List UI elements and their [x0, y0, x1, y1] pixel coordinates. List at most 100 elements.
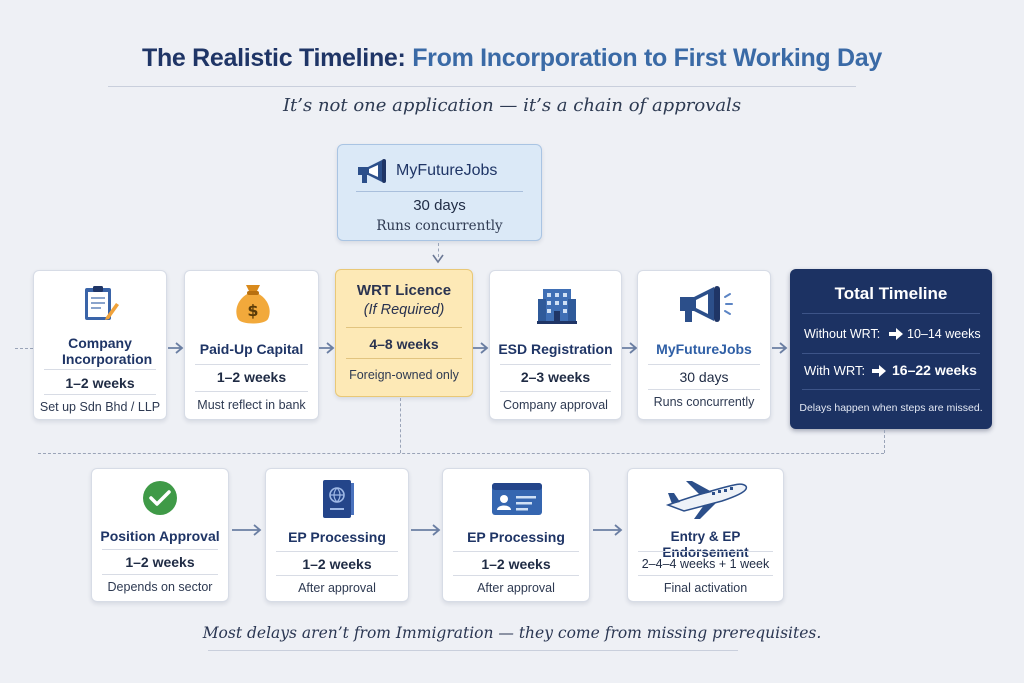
step-ep-processing-1: EP Processing 1–2 weeks After approval: [265, 468, 409, 602]
step-divider: [195, 364, 308, 365]
top-box-divider: [356, 191, 523, 192]
step-name: MyFutureJobs: [656, 341, 752, 357]
step-divider: [195, 391, 308, 392]
passport-icon: [323, 480, 354, 518]
total-connector: [884, 430, 885, 453]
step-divider: [346, 327, 462, 328]
step-duration: 4–8 weeks: [369, 336, 439, 352]
top-box-name: MyFutureJobs: [396, 162, 498, 179]
right-arrow-icon: [232, 524, 262, 536]
step-name: EP Processing: [467, 529, 565, 545]
footer-divider: [208, 650, 738, 651]
step-duration: 1–2 weeks: [216, 369, 287, 385]
step-note: After approval: [477, 581, 555, 595]
step-duration: 30 days: [679, 369, 729, 385]
step-note: After approval: [298, 581, 376, 595]
right-arrow-icon: [622, 342, 638, 354]
title-divider: [108, 86, 856, 87]
total-title: Total Timeline: [834, 284, 948, 303]
right-arrow-icon: [473, 342, 489, 354]
step-name: Position Approval: [100, 528, 220, 544]
check-circle-icon: [143, 481, 177, 515]
total-divider: [802, 313, 980, 314]
step-divider: [453, 575, 579, 576]
total-note: Delays happen when steps are missed.: [799, 402, 983, 414]
step-note: Final activation: [663, 581, 748, 595]
id-card-icon: [492, 483, 542, 515]
step-divider: [276, 575, 398, 576]
step-entry-ep-endorsement: Entry & EP Endorsement 2–4–4 weeks + 1 w…: [627, 468, 784, 602]
step-esd-registration: ESD Registration 2–3 weeks Company appro…: [489, 270, 622, 420]
step-duration: 1–2 weeks: [65, 375, 135, 391]
row1-lead-in: [15, 348, 33, 349]
right-arrow-icon: [772, 342, 788, 354]
step-note: Must reflect in bank: [197, 398, 306, 412]
svg-text:$: $: [247, 301, 258, 320]
down-arrow-icon: [432, 254, 444, 264]
row-connector: [38, 453, 884, 454]
step-name: Paid-Up Capital: [199, 341, 304, 357]
step-name: Entry & EP Endorsement: [662, 529, 749, 560]
clipboard-icon: [85, 286, 119, 320]
step-note: Company approval: [503, 398, 608, 412]
step-divider: [500, 364, 611, 365]
title-part-2: From Incorporation to First Working Day: [412, 44, 883, 72]
step-duration: 1–2 weeks: [302, 556, 372, 572]
step-divider: [500, 391, 611, 392]
wrt-connector: [400, 398, 401, 453]
step-note: Set up Sdn Bhd / LLP: [39, 400, 161, 414]
step-divider: [346, 358, 462, 359]
step-name: EP Processing: [288, 529, 386, 545]
right-arrow-icon: [593, 524, 623, 536]
subtitle: It’s not one application — it’s a chain …: [282, 95, 742, 116]
step-divider: [102, 574, 218, 575]
with-wrt-value: 16–22 weeks: [892, 362, 977, 378]
step-note: Depends on sector: [107, 580, 213, 594]
step-company-incorporation: Company Incorporation 1–2 weeks Set up S…: [33, 270, 167, 420]
wrt-name: WRT Licence: [356, 282, 452, 299]
arrow-right-icon: [889, 328, 903, 340]
money-bag-icon: $: [236, 285, 270, 324]
wrt-subtitle: (If Required): [363, 302, 445, 318]
step-position-approval: Position Approval 1–2 weeks Depends on s…: [91, 468, 229, 602]
step-duration: 2–4–4 weeks + 1 week: [641, 557, 770, 571]
step-duration: 1–2 weeks: [125, 554, 195, 570]
step-divider: [638, 575, 773, 576]
top-box-connector: [438, 243, 439, 257]
airplane-icon: [665, 481, 748, 519]
step-myfuturejobs: MyFutureJobs 30 days Runs concurrently: [637, 270, 771, 420]
step-divider: [276, 551, 398, 552]
step-note: Runs concurrently: [653, 395, 755, 409]
step-divider: [453, 551, 579, 552]
step-duration: 2–3 weeks: [520, 369, 591, 385]
step-divider: [638, 551, 773, 552]
step-ep-processing-2: EP Processing 1–2 weeks After approval: [442, 468, 590, 602]
step-note: Foreign-owned only: [349, 368, 459, 382]
arrow-right-icon: [872, 365, 886, 377]
without-wrt-label: Without WRT:: [804, 327, 881, 341]
total-divider: [802, 389, 980, 390]
step-divider: [648, 389, 760, 390]
title-part-1: The Realistic Timeline:: [141, 44, 406, 72]
step-paid-up-capital: $ Paid-Up Capital 1–2 weeks Must reflect…: [184, 270, 319, 420]
right-arrow-icon: [319, 342, 335, 354]
without-wrt-value: 10–14 weeks: [907, 327, 981, 341]
top-box-note: Runs concurrently: [376, 218, 503, 234]
step-divider: [648, 364, 760, 365]
megaphone-icon: [358, 159, 386, 183]
step-duration: 1–2 weeks: [481, 556, 551, 572]
step-divider: [102, 549, 218, 550]
step-divider: [44, 369, 156, 370]
building-icon: [537, 289, 577, 324]
step-name: Company Incorporation: [62, 335, 153, 367]
total-timeline-box: Total Timeline Without WRT: 10–14 weeks …: [790, 269, 992, 429]
total-divider: [802, 353, 980, 354]
right-arrow-icon: [411, 524, 441, 536]
footer-note: Most delays aren’t from Immigration — th…: [202, 624, 822, 642]
megaphone-icon: [680, 286, 733, 322]
right-arrow-icon: [168, 342, 184, 354]
step-wrt-licence: WRT Licence (If Required) 4–8 weeks Fore…: [335, 269, 473, 397]
with-wrt-label: With WRT:: [804, 363, 866, 378]
top-myfuturejobs-box: MyFutureJobs 30 days Runs concurrently: [337, 144, 542, 241]
step-divider: [44, 394, 156, 395]
